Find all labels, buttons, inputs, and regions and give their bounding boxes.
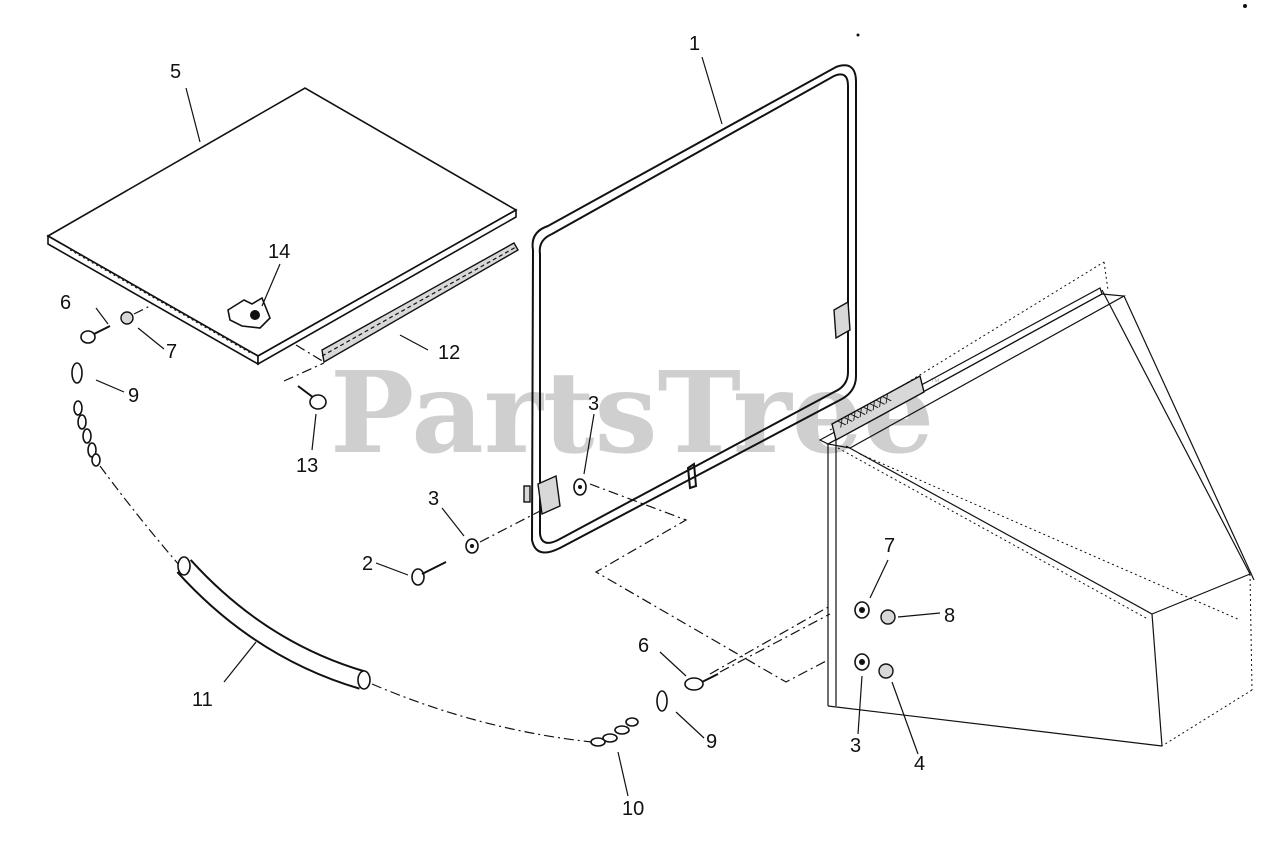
leader-lines <box>95 56 941 797</box>
hose-tube <box>176 556 371 690</box>
corner-mark <box>1243 4 1247 8</box>
callout-1: 1 <box>689 33 700 55</box>
chain-icon <box>590 717 639 747</box>
corner-mark <box>856 33 860 37</box>
grass-bag-housing: XXXXXXXX <box>818 261 1255 747</box>
eyebolt-icon <box>684 673 719 691</box>
hinge <box>321 242 519 364</box>
s-hook-icon <box>71 362 83 384</box>
callout-9a: 9 <box>128 385 139 407</box>
nut-icon <box>880 609 896 625</box>
callout-11: 11 <box>192 689 213 711</box>
callout-4: 4 <box>914 753 925 775</box>
callout-6a: 6 <box>60 292 71 314</box>
callout-5: 5 <box>170 61 181 83</box>
callout-10: 10 <box>622 798 644 820</box>
lid-panel <box>46 87 518 366</box>
callout-3c: 3 <box>850 735 861 757</box>
watermark-trademark: ™ <box>930 377 940 388</box>
watermark: PartsTree <box>330 348 934 479</box>
washer-icon <box>120 311 134 325</box>
callout-9b: 9 <box>706 731 717 753</box>
carriage-bolt-icon <box>297 385 327 410</box>
callout-6b: 6 <box>638 635 649 657</box>
callout-3a: 3 <box>588 393 599 415</box>
chain-icon <box>73 400 101 467</box>
eyebolt-icon <box>80 325 111 344</box>
callout-7a: 7 <box>166 341 177 363</box>
door-frame <box>523 64 857 554</box>
s-hook-icon <box>656 690 668 712</box>
callout-12: 12 <box>438 342 460 364</box>
callout-3b: 3 <box>428 488 439 510</box>
bolt-icon <box>411 561 447 586</box>
callout-8: 8 <box>944 605 955 627</box>
callout-13: 13 <box>296 455 318 477</box>
callout-2: 2 <box>362 553 373 575</box>
nut-icon <box>878 663 894 679</box>
decal-rivet-icon <box>250 310 260 320</box>
callout-7b: 7 <box>884 535 895 557</box>
callout-14: 14 <box>268 241 290 263</box>
decal-icon <box>227 296 271 329</box>
